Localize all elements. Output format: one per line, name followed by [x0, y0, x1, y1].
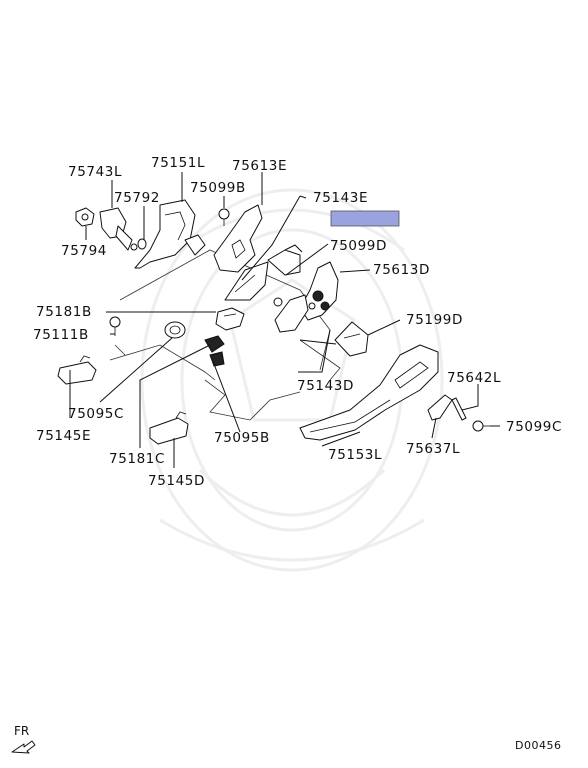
part-75153L-drawing [299, 344, 439, 441]
label-75642L[interactable]: 75642L [447, 370, 501, 386]
label-75099D[interactable]: 75099D [330, 238, 387, 254]
label-75794[interactable]: 75794 [61, 243, 107, 259]
part-75181C-drawing [204, 335, 225, 353]
label-75143D[interactable]: 75143D [297, 378, 354, 394]
label-75637L[interactable]: 75637L [406, 441, 460, 457]
part-75743L-drawing [99, 207, 138, 251]
label-75181C[interactable]: 75181C [109, 451, 165, 467]
diagram-code: D00456 [515, 739, 561, 752]
part-75151L-drawing [134, 199, 206, 269]
part-75095B-drawing [209, 351, 225, 367]
part-75613D-drawing [274, 261, 339, 333]
label-75151L[interactable]: 75151L [151, 155, 205, 171]
direction-label: FR [14, 724, 29, 738]
label-75199D[interactable]: 75199D [406, 312, 463, 328]
part-75181B-drawing [215, 307, 245, 331]
label-75111B[interactable]: 75111B [33, 327, 89, 343]
label-75145D[interactable]: 75145D [148, 473, 205, 489]
part-75099B-drawing [218, 208, 230, 226]
label-75613D[interactable]: 75613D [373, 262, 430, 278]
part-75111B-drawing [109, 316, 121, 336]
label-75099B[interactable]: 75099B [190, 180, 246, 196]
label-75613E[interactable]: 75613E [232, 158, 287, 174]
part-75199D-drawing [334, 321, 369, 357]
part-75642L-drawing [451, 397, 467, 421]
label-75143E[interactable]: 75143E [313, 190, 368, 206]
part-75794-drawing [75, 207, 95, 227]
part-75637L-drawing [427, 394, 453, 421]
part-75613E-drawing [213, 204, 263, 273]
part-75145E-drawing [57, 355, 97, 385]
label-75145E[interactable]: 75145E [36, 428, 91, 444]
leader-lines [69, 172, 500, 468]
label-75099C[interactable]: 75099C [506, 419, 562, 435]
seat-frame-outline [109, 249, 341, 421]
label-75095C[interactable]: 75095C [68, 406, 124, 422]
label-75792[interactable]: 75792 [114, 190, 160, 206]
front-direction-indicator: FR [11, 724, 36, 754]
part-75792-drawing [137, 238, 147, 250]
label-75743L[interactable]: 75743L [68, 164, 122, 180]
highlight-box [330, 210, 400, 227]
front-arrow-icon [11, 740, 36, 754]
label-75181B[interactable]: 75181B [36, 304, 92, 320]
label-75153L[interactable]: 75153L [328, 447, 382, 463]
label-75095B[interactable]: 75095B [214, 430, 270, 446]
part-75095C-drawing [164, 321, 186, 339]
part-75143E-drawing [224, 261, 269, 301]
part-75099D-drawing [267, 244, 303, 307]
part-75145D-drawing [149, 411, 189, 445]
